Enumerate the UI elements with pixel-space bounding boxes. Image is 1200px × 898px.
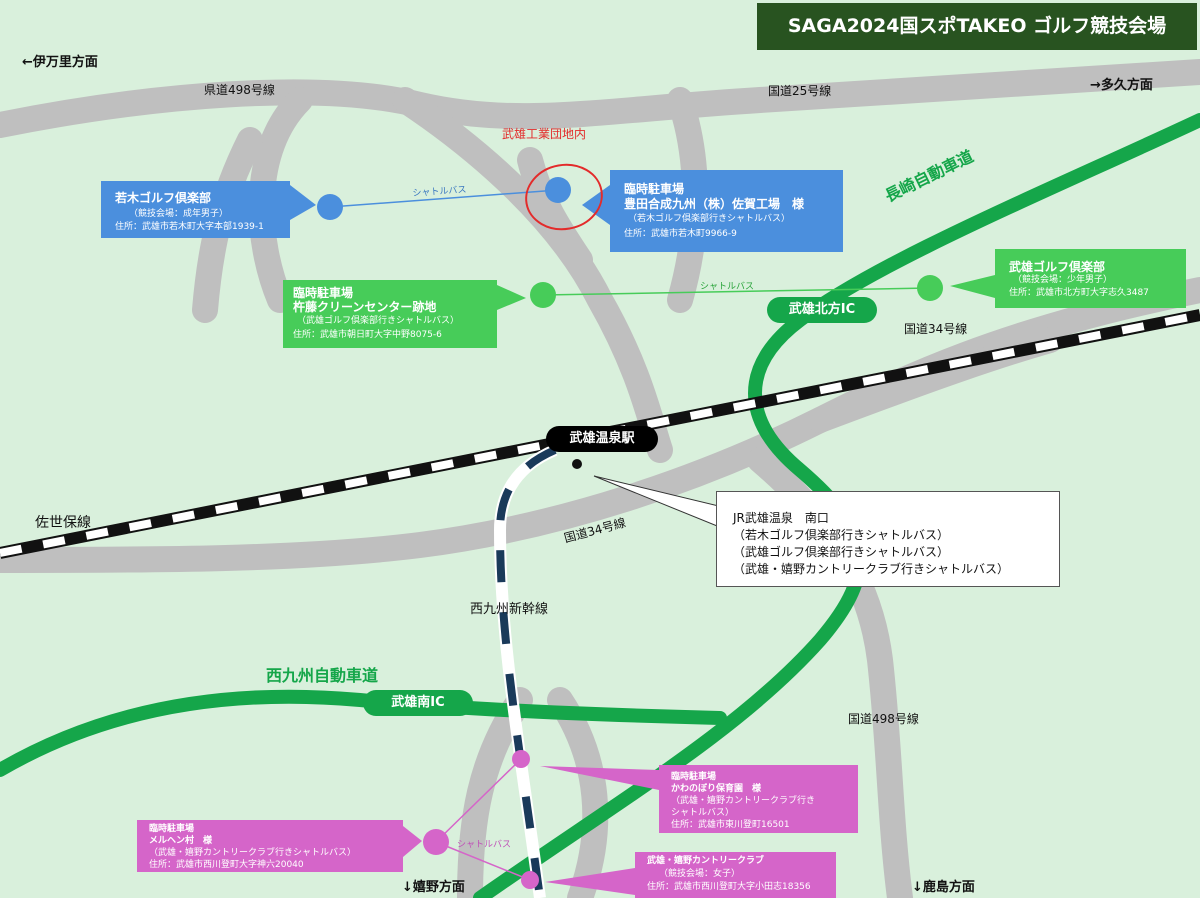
takeo-club-sub: （競技会場：少年男子） (1013, 275, 1113, 285)
pointer-meruhen (403, 826, 422, 857)
road-north-center (517, 147, 593, 273)
toyoda-parking-marker (545, 177, 571, 203)
kinefuji-parking-title: 臨時駐車場 (293, 286, 354, 300)
nishikyushu-expressway (0, 689, 727, 777)
takeo-club-marker (917, 275, 943, 301)
direction-imari: ←伊万里方面 (22, 55, 98, 70)
toyoda-parking-addr: 住所：武雄市若木町9966-9 (624, 229, 737, 239)
label-nishikyushu-expressway: 西九州自動車道 (266, 666, 379, 685)
rail-label-sasebo: 佐世保線 (35, 515, 91, 531)
meruhen-parking-marker (423, 829, 449, 855)
kawanobori-parking-sub-2: シャトルバス） (671, 808, 735, 818)
pointer-tu-club (545, 868, 635, 895)
road-label-nat498: 国道498号線 (848, 712, 919, 726)
callout-kinefuji-parking: 臨時駐車場 杵藤クリーンセンター跡地 （武雄ゴルフ倶楽部行きシャトルバス） 住所… (283, 280, 497, 348)
road-label-pref498: 県道498号線 (204, 83, 275, 97)
nagasaki-expressway (473, 113, 1200, 898)
takeo-club-addr: 住所：武雄市北方町大字志久3487 (1009, 288, 1149, 298)
kinefuji-parking-addr: 住所：武雄市朝日町大字中野8075-6 (293, 330, 442, 340)
callout-meruhen-parking: 臨時駐車場 メルヘン村 様 （武雄・嬉野カントリークラブ行きシャトルバス） 住所… (137, 820, 403, 872)
wakagi-club-title: 若木ゴルフ倶楽部 (115, 191, 212, 205)
road-loop-center (392, 87, 673, 463)
pointer-wakagi (290, 185, 316, 220)
callout-takeo-ureshino-country-club: 武雄・嬉野カントリークラブ （競技会場：女子） 住所：武雄市西川登町大字小田志1… (635, 852, 836, 898)
toyoda-parking-sub: （若木ゴルフ倶楽部行きシャトルバス） (628, 214, 791, 224)
pointer-kinefuji (497, 285, 526, 310)
wakagi-club-sub: （競技会場：成年男子） (129, 209, 229, 219)
toyoda-parking-title: 臨時駐車場 (624, 182, 685, 196)
kinefuji-parking-name: 杵藤クリーンセンター跡地 (293, 300, 437, 314)
shuttle-label-green: シャトルバス (700, 282, 755, 292)
direction-kashima: ↓鹿島方面 (912, 880, 975, 895)
road-south-west (457, 687, 533, 898)
callout-takeo-golf-club: 武雄ゴルフ倶楽部 （競技会場：少年男子） 住所：武雄市北方町大字志久3487 (995, 249, 1186, 308)
tu-club-marker (521, 871, 539, 889)
station-south-exit-marker (572, 459, 582, 469)
callout-kawanobori-parking: 臨時駐車場 かわのぼり保育園 様 （武雄・嬉野カントリークラブ行き シャトルバス… (659, 765, 858, 833)
industrial-area-label: 武雄工業団地内 (502, 127, 587, 141)
wakagi-club-marker (317, 194, 343, 220)
station-note-line-3: （武雄・嬉野カントリークラブ行きシャトルバス） (733, 562, 1010, 576)
jr-sasebo-line-dashes (0, 311, 1200, 557)
station-note-line-2: （武雄ゴルフ倶楽部行きシャトルバス） (733, 545, 950, 559)
pink-shuttle-line-a (435, 758, 522, 843)
kawanobori-parking-marker (512, 750, 530, 768)
pointer-kawanobori (540, 766, 659, 790)
road-pref498-top (0, 59, 1200, 138)
meruhen-parking-addr: 住所：武雄市西川登町大字神六20040 (149, 860, 304, 870)
station-note-line-1: （若木ゴルフ倶楽部行きシャトルバス） (733, 528, 950, 542)
pointer-takeo-club (950, 275, 995, 298)
direction-ureshino: ↓嬉野方面 (402, 880, 465, 895)
shuttle-label-pink: シャトルバス (457, 840, 512, 850)
pink-shuttle-line-b (435, 841, 531, 881)
tu-club-sub: （競技会場：女子） (659, 869, 741, 879)
road-label-nat34-right: 国道34号線 (904, 322, 968, 336)
kinefuji-parking-marker (530, 282, 556, 308)
road-south-loop (547, 687, 609, 898)
callout-toyoda-parking: 臨時駐車場 豊田合成九州（株）佐賀工場 様 （若木ゴルフ倶楽部行きシャトルバス）… (610, 170, 843, 252)
green-shuttle-line (542, 287, 931, 296)
station-south-exit-note: JR武雄温泉 南口 （若木ゴルフ倶楽部行きシャトルバス） （武雄ゴルフ倶楽部行き… (716, 491, 1060, 587)
tu-club-title: 武雄・嬉野カントリークラブ (647, 856, 765, 866)
shinkansen-dashes (495, 446, 557, 898)
kawanobori-parking-addr: 住所：武雄市東川登町16501 (671, 820, 790, 830)
meruhen-parking-sub: （武雄・嬉野カントリークラブ行きシャトルバス） (149, 848, 357, 858)
kawanobori-parking-name: かわのぼり保育園 様 (671, 784, 762, 794)
kawanobori-parking-title: 臨時駐車場 (671, 772, 717, 782)
takeo-club-title: 武雄ゴルフ倶楽部 (1009, 260, 1106, 274)
toyoda-parking-name: 豊田合成九州（株）佐賀工場 様 (624, 197, 805, 211)
tu-club-addr: 住所：武雄市西川登町大字小田志18356 (647, 882, 811, 892)
pointer-toyoda (582, 185, 610, 225)
meruhen-parking-title: 臨時駐車場 (149, 824, 195, 834)
kawanobori-parking-sub-1: （武雄・嬉野カントリークラブ行き (671, 796, 816, 806)
meruhen-parking-name: メルヘン村 様 (149, 836, 213, 846)
direction-taku: →多久方面 (1090, 78, 1153, 93)
station-note-title: JR武雄温泉 南口 (733, 511, 829, 525)
rail-label-shinkansen: 西九州新幹線 (470, 602, 549, 617)
station-takeo-onsen: 武雄温泉駅 (546, 426, 658, 452)
industrial-area-highlight (525, 163, 603, 231)
ic-takeo-kitagata: 武雄北方IC (767, 297, 877, 323)
kinefuji-parking-sub: （武雄ゴルフ倶楽部行きシャトルバス） (297, 316, 460, 326)
wakagi-club-addr: 住所：武雄市若木町大字本部1939-1 (115, 222, 264, 232)
callout-wakagi-golf-club: 若木ゴルフ倶楽部 （競技会場：成年男子） 住所：武雄市若木町大字本部1939-1 (101, 181, 290, 238)
map-title: SAGA2024国スポTAKEO ゴルフ競技会場 (757, 3, 1197, 50)
blue-shuttle-line (329, 189, 559, 208)
ic-takeo-minami: 武雄南IC (363, 690, 473, 716)
road-label-nat25: 国道25号線 (768, 84, 832, 98)
